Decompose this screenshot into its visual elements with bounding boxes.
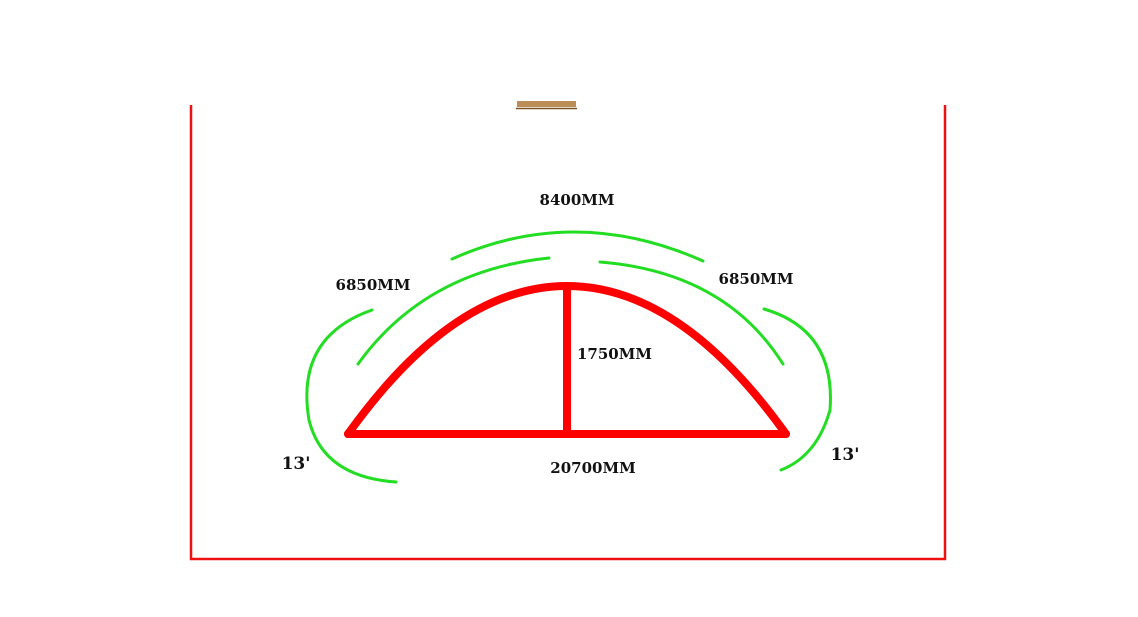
left-arc-length-label: 6850MM (336, 276, 411, 294)
arch-structure (344, 282, 790, 438)
right-upper-dimension-arc (598, 260, 785, 366)
left-angle-arc (305, 308, 398, 484)
right-angle-arc (762, 307, 832, 472)
right-arc-length-label: 6850MM (719, 270, 794, 288)
dimension-arcs (305, 230, 832, 484)
left-angle-label: 13' (282, 454, 311, 474)
cropped-title-mark (516, 101, 577, 110)
top-arc-length-label: 8400MM (540, 191, 615, 209)
base-length-label: 20700MM (550, 459, 635, 477)
top-dimension-arc (450, 230, 705, 263)
left-upper-dimension-arc (356, 256, 551, 366)
height-label: 1750MM (577, 345, 652, 363)
drawing-frame (189, 105, 947, 561)
right-angle-label: 13' (831, 445, 860, 465)
